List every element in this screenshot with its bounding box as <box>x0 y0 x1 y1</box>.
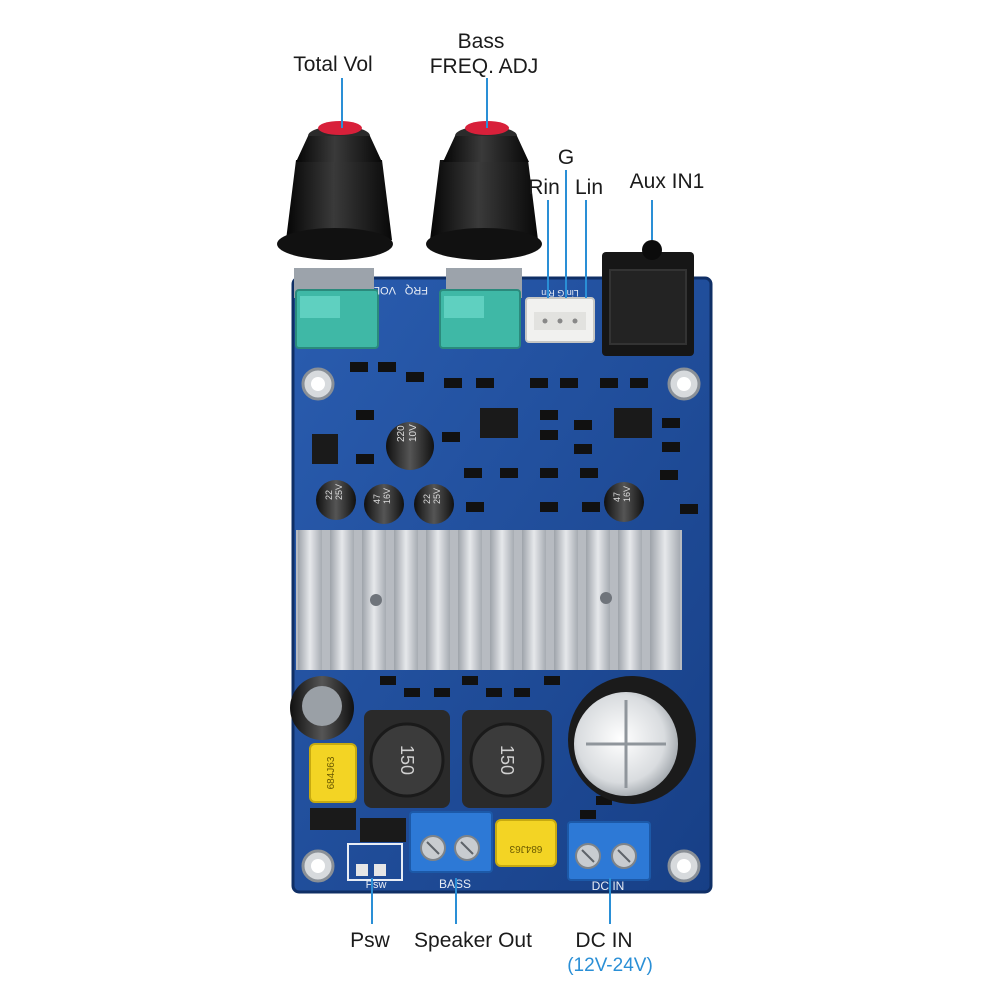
svg-text:25V: 25V <box>432 488 442 504</box>
label-psw: Psw <box>350 929 390 952</box>
cap-left-lower <box>290 676 354 740</box>
label-rin: Rin <box>528 176 560 199</box>
svg-text:684J63: 684J63 <box>509 843 542 854</box>
cap-22-b: 22 25V <box>414 484 454 524</box>
svg-text:684J63: 684J63 <box>326 756 337 789</box>
silk-header-pins: Lin G Rin <box>541 288 579 298</box>
svg-text:47: 47 <box>612 492 622 502</box>
label-aux-in1: Aux IN1 <box>629 170 705 193</box>
input-header <box>525 297 595 343</box>
cap-22-a: 22 25V <box>316 480 356 520</box>
svg-text:150: 150 <box>397 745 417 775</box>
mounting-holes <box>301 367 701 883</box>
label-dc-in: DC IN <box>575 929 633 952</box>
pot-total-vol <box>294 268 379 349</box>
label-speaker-out: Speaker Out <box>414 929 532 952</box>
silk-frq: FRQ <box>404 284 428 296</box>
cap-220: 220 10V <box>386 422 434 470</box>
svg-text:22: 22 <box>324 490 334 500</box>
label-dc-in-range: (12V-24V) <box>567 955 653 976</box>
svg-text:47: 47 <box>372 494 382 504</box>
smd-components <box>312 362 698 514</box>
svg-text:22: 22 <box>422 494 432 504</box>
knob-bass-freq <box>426 121 542 260</box>
silk-psw: Psw <box>366 879 387 891</box>
heatsink <box>296 530 682 670</box>
svg-text:10V: 10V <box>408 424 419 442</box>
film-cap-left: 684J63 <box>309 743 357 803</box>
psw-header <box>347 843 403 881</box>
label-total-vol: Total Vol <box>293 53 373 76</box>
lower-smd <box>380 676 612 819</box>
label-bass-line2: FREQ. ADJ <box>429 55 539 78</box>
pot-bass-freq <box>439 268 522 349</box>
knob-total-vol <box>277 121 393 260</box>
terminal-dc <box>567 821 651 881</box>
cap-47-a: 47 16V <box>364 484 404 524</box>
svg-text:16V: 16V <box>382 488 392 504</box>
svg-text:220: 220 <box>396 425 407 442</box>
silk-vol: VOL <box>374 284 396 296</box>
terminal-bass <box>409 811 493 873</box>
label-bass-line1: Bass <box>457 30 505 53</box>
silk-dc-in: DC IN <box>592 879 625 893</box>
inductor-right: 150 <box>462 710 552 808</box>
inductor-left: 150 <box>364 710 450 808</box>
svg-text:25V: 25V <box>334 484 344 500</box>
aux-jack <box>602 240 694 356</box>
diodes <box>310 808 406 842</box>
svg-text:16V: 16V <box>622 486 632 502</box>
cap-main <box>568 676 696 804</box>
film-cap-right: 684J63 <box>495 819 557 867</box>
label-g: G <box>557 146 575 169</box>
label-lin: Lin <box>574 176 604 199</box>
leader-lines <box>341 78 653 924</box>
cap-47-b: 47 16V <box>604 482 644 522</box>
svg-text:150: 150 <box>497 745 517 775</box>
